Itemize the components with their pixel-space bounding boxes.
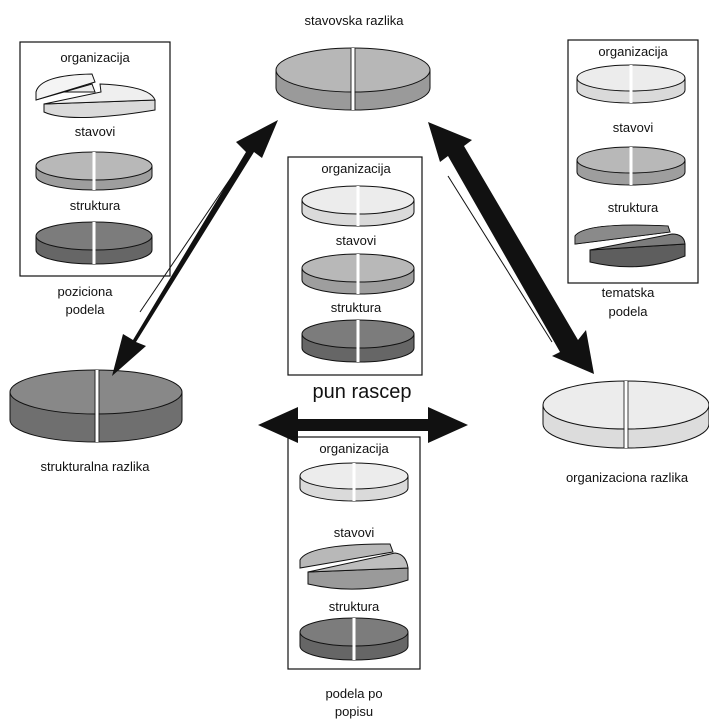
left-corner-label: strukturalna razlika — [40, 459, 150, 474]
center-disk-org — [301, 185, 415, 227]
tematska-label-org: organizacija — [598, 44, 668, 59]
popis-label-stav: stavovi — [334, 525, 375, 540]
popis-caption-1: podela po — [325, 686, 382, 701]
popis-disk-stav — [299, 543, 409, 590]
popis-caption-2: popisu — [335, 704, 373, 719]
center-disk-stav — [301, 253, 415, 295]
center-title: pun rascep — [313, 381, 412, 403]
arrow-top-left — [112, 120, 278, 376]
pozicional-label-org: organizacija — [60, 50, 130, 65]
popis-disk-org — [299, 462, 409, 502]
pozicional-label-str: struktura — [70, 198, 121, 213]
center-label-str: struktura — [331, 300, 382, 315]
center-label-stav: stavovi — [336, 233, 377, 248]
center-disk-str — [301, 319, 415, 363]
arrow-top-right — [428, 122, 594, 374]
center-label-org: organizacija — [321, 161, 391, 176]
left-disk — [9, 369, 183, 443]
tematska-box — [567, 39, 699, 284]
pozicional-caption-1: poziciona — [58, 284, 114, 299]
right-disk — [542, 380, 709, 449]
popis-label-str: struktura — [329, 599, 380, 614]
tematska-disk-org — [576, 64, 686, 104]
pozicional-disk-stav — [35, 151, 153, 191]
right-corner-label: organizaciona razlika — [566, 470, 689, 485]
tematska-label-str: struktura — [608, 200, 659, 215]
tematska-disk-str — [574, 224, 686, 268]
popis-label-org: organizacija — [319, 441, 389, 456]
popis-disk-str — [299, 617, 409, 661]
center-box — [287, 156, 423, 376]
pozicional-disk-org — [35, 73, 156, 119]
popis-box — [287, 436, 421, 670]
pozicional-disk-str — [35, 221, 153, 265]
tematska-label-stav: stavovi — [613, 120, 654, 135]
top-disk — [275, 47, 431, 111]
pozicional-caption-2: podela — [65, 302, 105, 317]
pozicional-label-stav: stavovi — [75, 124, 116, 139]
arrow-horizontal — [258, 407, 468, 443]
tematska-disk-stav — [576, 146, 686, 186]
tematska-caption-1: tematska — [602, 285, 656, 300]
top-corner-label: stavovska razlika — [305, 13, 405, 28]
pozicional-box — [19, 41, 171, 277]
tematska-caption-2: podela — [608, 304, 648, 319]
